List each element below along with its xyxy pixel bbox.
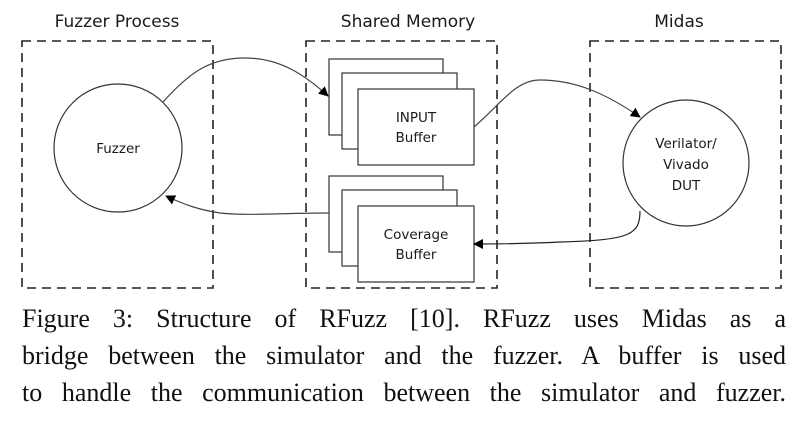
group-midas: Midas [589,12,782,289]
fuzzer-label: Fuzzer [96,141,140,157]
input-buffer-label-line2: Buffer [396,130,437,146]
fuzzer-node: Fuzzer [53,83,183,213]
group-shared-memory: Shared Memory [305,12,498,289]
dut-label-line2: Vivado [663,157,709,173]
shared-memory-boundary [305,40,498,289]
caption-line-3: to handle the communication between the … [22,378,786,407]
coverage-buffer-label-line2: Buffer [396,247,437,263]
coverage-buffer-stack: Coverage Buffer [328,175,475,283]
input-buffer-page-front [357,88,475,166]
rfuzz-structure-diagram: Fuzzer Process Shared Memory Midas Fuzze… [21,12,782,289]
group-title-fuzzer-process: Fuzzer Process [55,12,180,32]
group-title-midas: Midas [654,12,704,32]
input-buffer-label-line1: INPUT [396,110,437,126]
dut-circle [622,99,750,227]
dut-node: Verilator/ Vivado DUT [622,99,750,227]
group-fuzzer-process: Fuzzer Process [21,12,214,289]
coverage-buffer-label-line1: Coverage [384,227,449,243]
edge-dut-to-coverage-buffer [473,210,641,249]
edge-input-buffer-to-dut [473,79,641,128]
group-title-shared-memory: Shared Memory [341,12,475,32]
input-buffer-stack: INPUT Buffer [328,58,475,166]
midas-boundary [589,40,782,289]
fuzzer-circle [53,83,183,213]
edge-fuzzer-to-input-buffer [162,57,329,103]
dut-label-line3: DUT [672,178,701,194]
fuzzer-process-boundary [21,40,214,289]
caption-line-2: bridge between the simulator and the fuz… [22,341,786,370]
dut-label-line1: Verilator/ [655,136,717,152]
coverage-buffer-page-front [357,205,475,283]
figure-caption: Figure 3: Structure of RFuzz [10]. RFuzz… [22,300,786,411]
edge-coverage-buffer-to-fuzzer [165,195,330,215]
caption-line-1: Figure 3: Structure of RFuzz [10]. RFuzz… [22,304,786,333]
